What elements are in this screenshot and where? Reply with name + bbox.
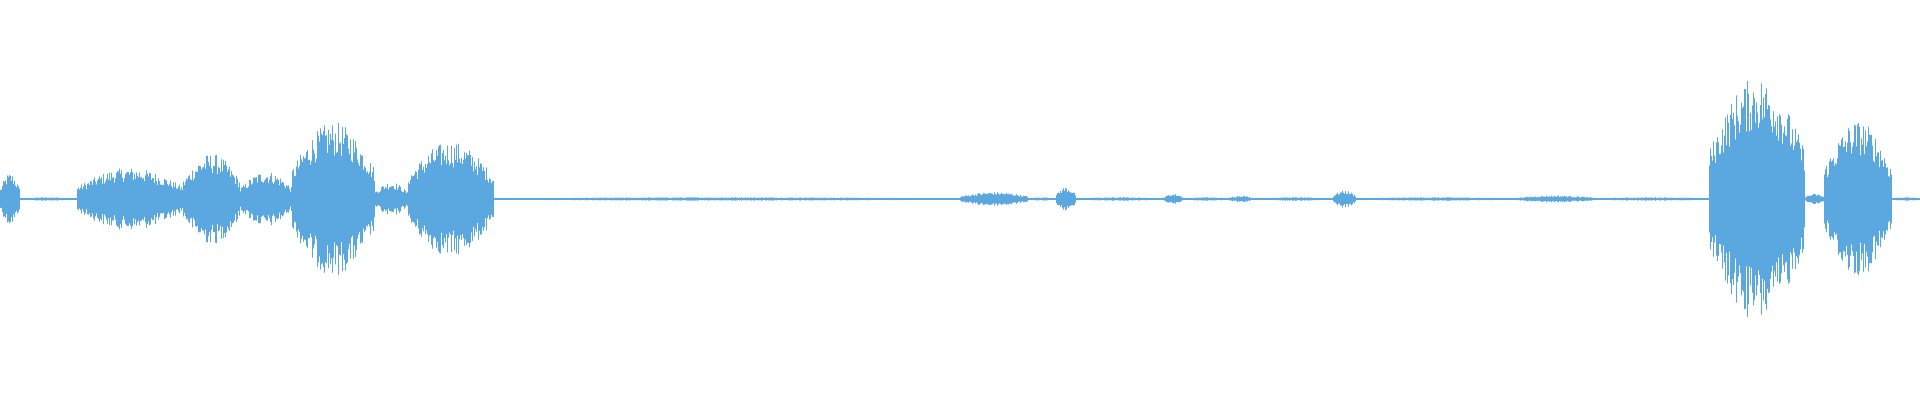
waveform-path [0, 81, 1920, 317]
waveform-bars [0, 81, 1920, 317]
